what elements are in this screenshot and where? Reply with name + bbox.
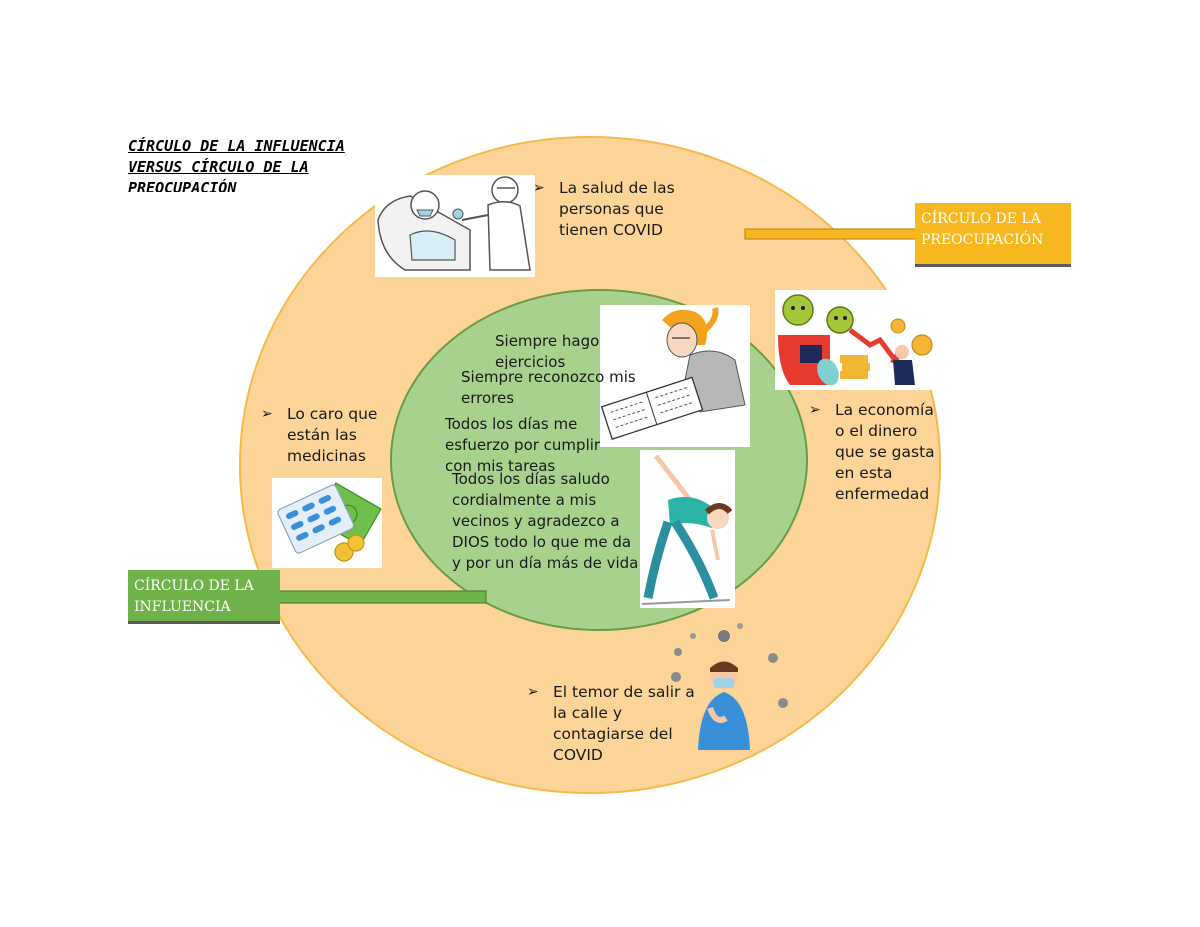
- arrow-bullet-icon: ➢: [261, 406, 273, 422]
- title-line-2: VERSUS CÍRCULO DE LA: [128, 158, 309, 176]
- preocupacion-item-medicine-cost: ➢ Lo caro que están las medicinas: [261, 405, 378, 465]
- influencia-item-homework: ● Todos los días me esfuerzo por cumplir…: [445, 415, 601, 471]
- diagram-title: CÍRCULO DE LA INFLUENCIA VERSUS CÍRCULO …: [128, 136, 398, 192]
- title-line-1: CÍRCULO DE LA INFLUENCIA: [128, 137, 345, 155]
- preocupacion-label-box: CÍRCULO DE LA PREOCUPACIÓN: [915, 203, 1071, 267]
- influencia-item-greetings: ● Todos los días saludo cordialmente a m…: [452, 470, 639, 572]
- preocupacion-item-fear: ➢ El temor de salir a la calle y contagi…: [527, 683, 695, 764]
- arrow-bullet-icon: ➢: [809, 402, 821, 418]
- influencia-item-errors: ● Siempre reconozco mis errores: [461, 368, 636, 407]
- arrow-bullet-icon: ➢: [533, 180, 545, 196]
- masked-nurse-icon: [671, 623, 788, 750]
- stretching-woman-icon: [640, 450, 735, 608]
- covid-patient-icon: [375, 175, 535, 277]
- preocupacion-item-economy: ➢ La economía o el dinero que se gasta e…: [809, 401, 935, 503]
- arrow-bullet-icon: ➢: [527, 684, 539, 700]
- medicine-money-icon: [272, 478, 382, 568]
- preocupacion-item-covid-health: ➢ La salud de las personas que tienen CO…: [533, 179, 675, 239]
- student-writing-icon: [600, 305, 750, 447]
- virus-economy-icon: [775, 290, 935, 390]
- influencia-label-box: CÍRCULO DE LA INFLUENCIA: [128, 570, 280, 624]
- title-line-3: PREOCUPACIÓN: [128, 179, 237, 192]
- influencia-item-exercise: ● Siempre hago ejercicios: [495, 332, 600, 369]
